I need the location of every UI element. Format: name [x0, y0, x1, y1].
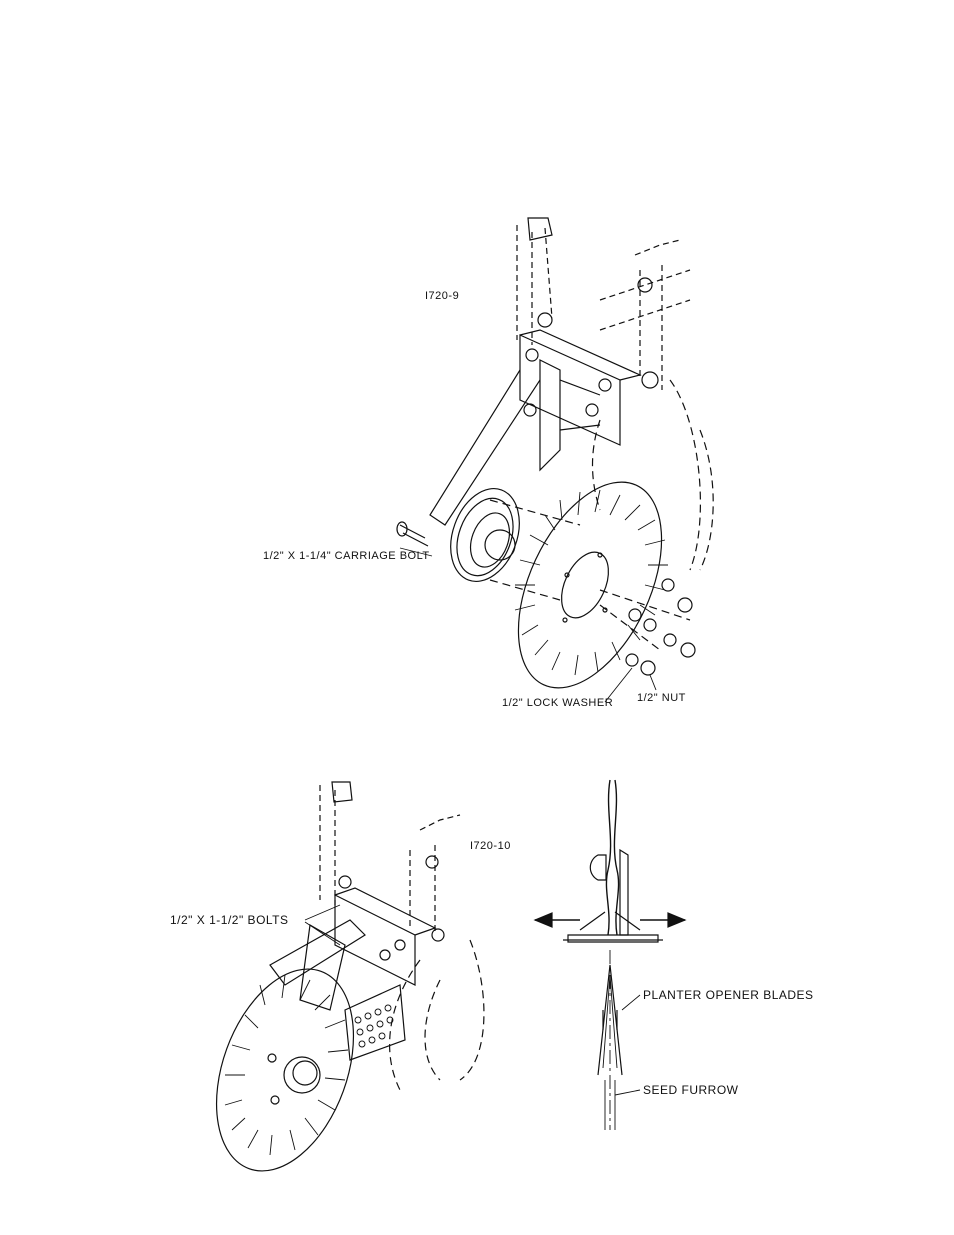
- lock-washer-label: 1/2" LOCK WASHER: [502, 697, 613, 709]
- bolts-label: 1/2" X 1-1/2" BOLTS: [170, 913, 289, 927]
- figure-id-bottom: I720-10: [470, 840, 511, 852]
- opener-blade-diagram: [535, 780, 685, 1130]
- bottom-left-assembly-illustration: [191, 782, 484, 1190]
- seed-furrow-label: SEED FURROW: [643, 1083, 739, 1097]
- opener-blades-label: PLANTER OPENER BLADES: [643, 988, 814, 1002]
- figure-id-top: I720-9: [425, 290, 459, 302]
- carriage-bolt-label: 1/2" X 1-1/4" CARRIAGE BOLT: [263, 550, 430, 562]
- nut-label: 1/2" NUT: [637, 692, 686, 704]
